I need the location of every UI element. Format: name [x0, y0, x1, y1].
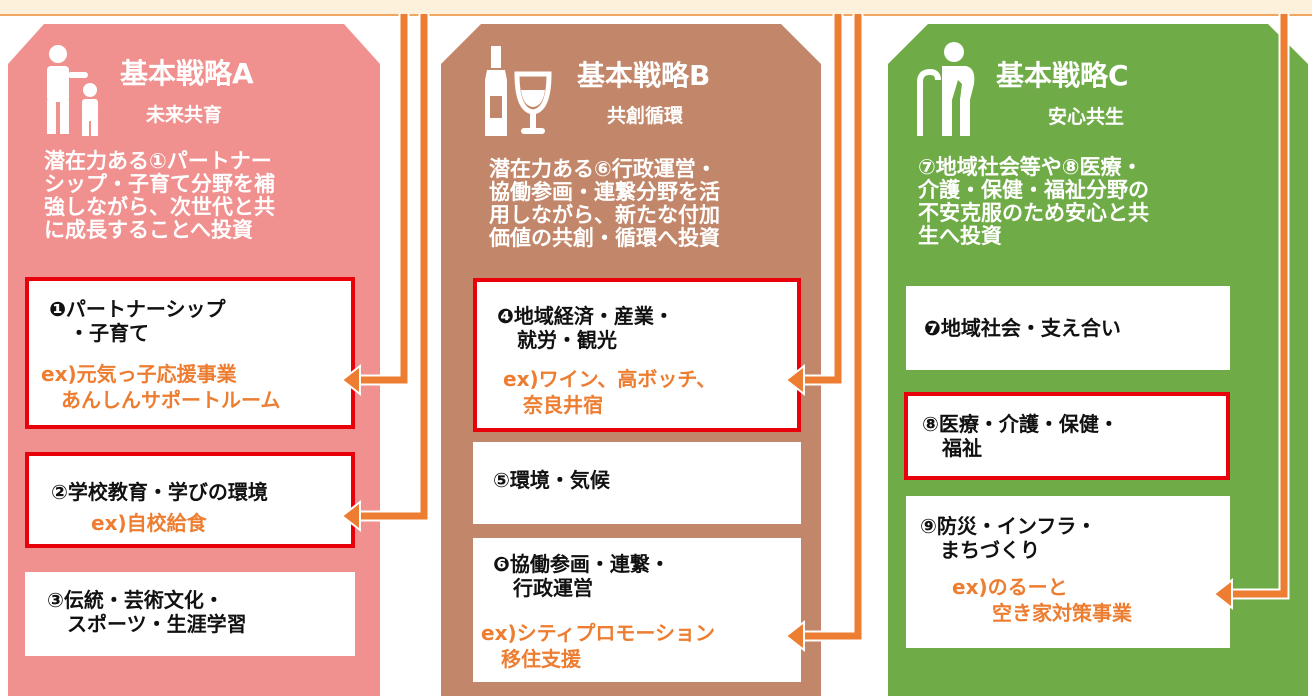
item-example: ex)のるーと 空き家対策事業: [952, 575, 1132, 625]
strategy-a-subtitle: 未来共育: [146, 104, 223, 126]
item-title: ❻協働参画・連繋・ 行政運営: [493, 552, 670, 600]
item-example: ex)シティプロモーション 移住支援: [481, 621, 716, 671]
item-title: ❼地域社会・支え合い: [924, 316, 1121, 340]
strategy-b-description: 潜在力ある⑥行政運営・ 協働参画・連繋分野を活 用しながら、新たな付加 価値の共…: [489, 157, 720, 250]
strategy-b-item-6: ❻協働参画・連繋・ 行政運営 ex)シティプロモーション 移住支援: [473, 538, 801, 682]
item-example: ex)元気っ子応援事業 あんしんサポートルーム: [41, 362, 281, 412]
item-title: ⑧医療・介護・保健・ 福祉: [922, 412, 1119, 460]
item-title: ②学校教育・学びの環境: [51, 480, 268, 504]
item-example: ex)自校給食: [91, 511, 207, 535]
strategy-a-description: 潜在力ある①パートナー シップ・子育て分野を補 強しながら、次世代と共 に成長す…: [44, 149, 275, 242]
strategy-c-item-7: ❼地域社会・支え合い: [906, 286, 1230, 370]
item-title: ❹地域経済・産業・ 就労・観光: [497, 304, 674, 352]
wine-bottle-glass-icon: [481, 40, 557, 144]
strategy-b-item-5: ⑤環境・気候: [473, 442, 801, 524]
strategy-c-item-8: ⑧医療・介護・保健・ 福祉: [904, 392, 1230, 480]
elderly-cane-icon: [912, 40, 992, 144]
strategy-b-column: 基本戦略B 共創循環 潜在力ある⑥行政運営・ 協働参画・連繋分野を活 用しながら…: [441, 0, 821, 696]
strategy-a-item-2: ②学校教育・学びの環境 ex)自校給食: [25, 452, 355, 548]
strategy-a-title: 基本戦略A: [120, 57, 254, 90]
header-banner-edge: [0, 0, 1312, 16]
connector-line-a2: [356, 14, 428, 520]
arrowhead-a1: [340, 363, 361, 397]
strategy-a-item-3: ③伝統・芸術文化・ スポーツ・生涯学習: [25, 572, 355, 656]
item-title: ❶パートナーシップ ・子育て: [49, 297, 226, 345]
arrowhead-b6: [784, 619, 805, 653]
item-title: ③伝統・芸術文化・ スポーツ・生涯学習: [47, 588, 247, 636]
strategy-b-item-4: ❹地域経済・産業・ 就労・観光 ex)ワイン、高ボッチ、 奈良井宿: [473, 278, 801, 432]
strategy-c-subtitle: 安心共生: [1048, 106, 1125, 128]
arrowhead-c9: [1212, 577, 1233, 611]
strategy-a-column: 基本戦略A 未来共育 潜在力ある①パートナー シップ・子育て分野を補 強しながら…: [8, 0, 380, 696]
arrowhead-b4: [784, 363, 805, 397]
item-title: ⑨防災・インフラ・ まちづくり: [920, 514, 1097, 562]
parent-child-icon: [38, 42, 108, 146]
arrowhead-a2: [340, 499, 361, 533]
strategy-b-title: 基本戦略B: [577, 59, 711, 92]
strategy-a-item-1: ❶パートナーシップ ・子育て ex)元気っ子応援事業 あんしんサポートルーム: [25, 277, 355, 429]
connector-line-a1: [356, 14, 408, 384]
strategy-c-description: ⑦地域社会等や⑧医療・ 介護・保健・福祉分野の 不安克服のため安心と共 生へ投資: [918, 155, 1149, 248]
strategy-b-subtitle: 共創循環: [607, 105, 684, 127]
connector-line-b4: [800, 14, 842, 384]
strategy-c-title: 基本戦略C: [996, 59, 1129, 92]
item-example: ex)ワイン、高ボッチ、 奈良井宿: [503, 367, 717, 417]
strategy-c-item-9: ⑨防災・インフラ・ まちづくり ex)のるーと 空き家対策事業: [906, 496, 1230, 648]
connector-line-c9: [1228, 14, 1288, 598]
item-title: ⑤環境・気候: [493, 468, 610, 492]
strategy-c-column: 基本戦略C 安心共生 ⑦地域社会等や⑧医療・ 介護・保健・福祉分野の 不安克服の…: [888, 0, 1308, 696]
connector-line-b6: [800, 14, 862, 640]
